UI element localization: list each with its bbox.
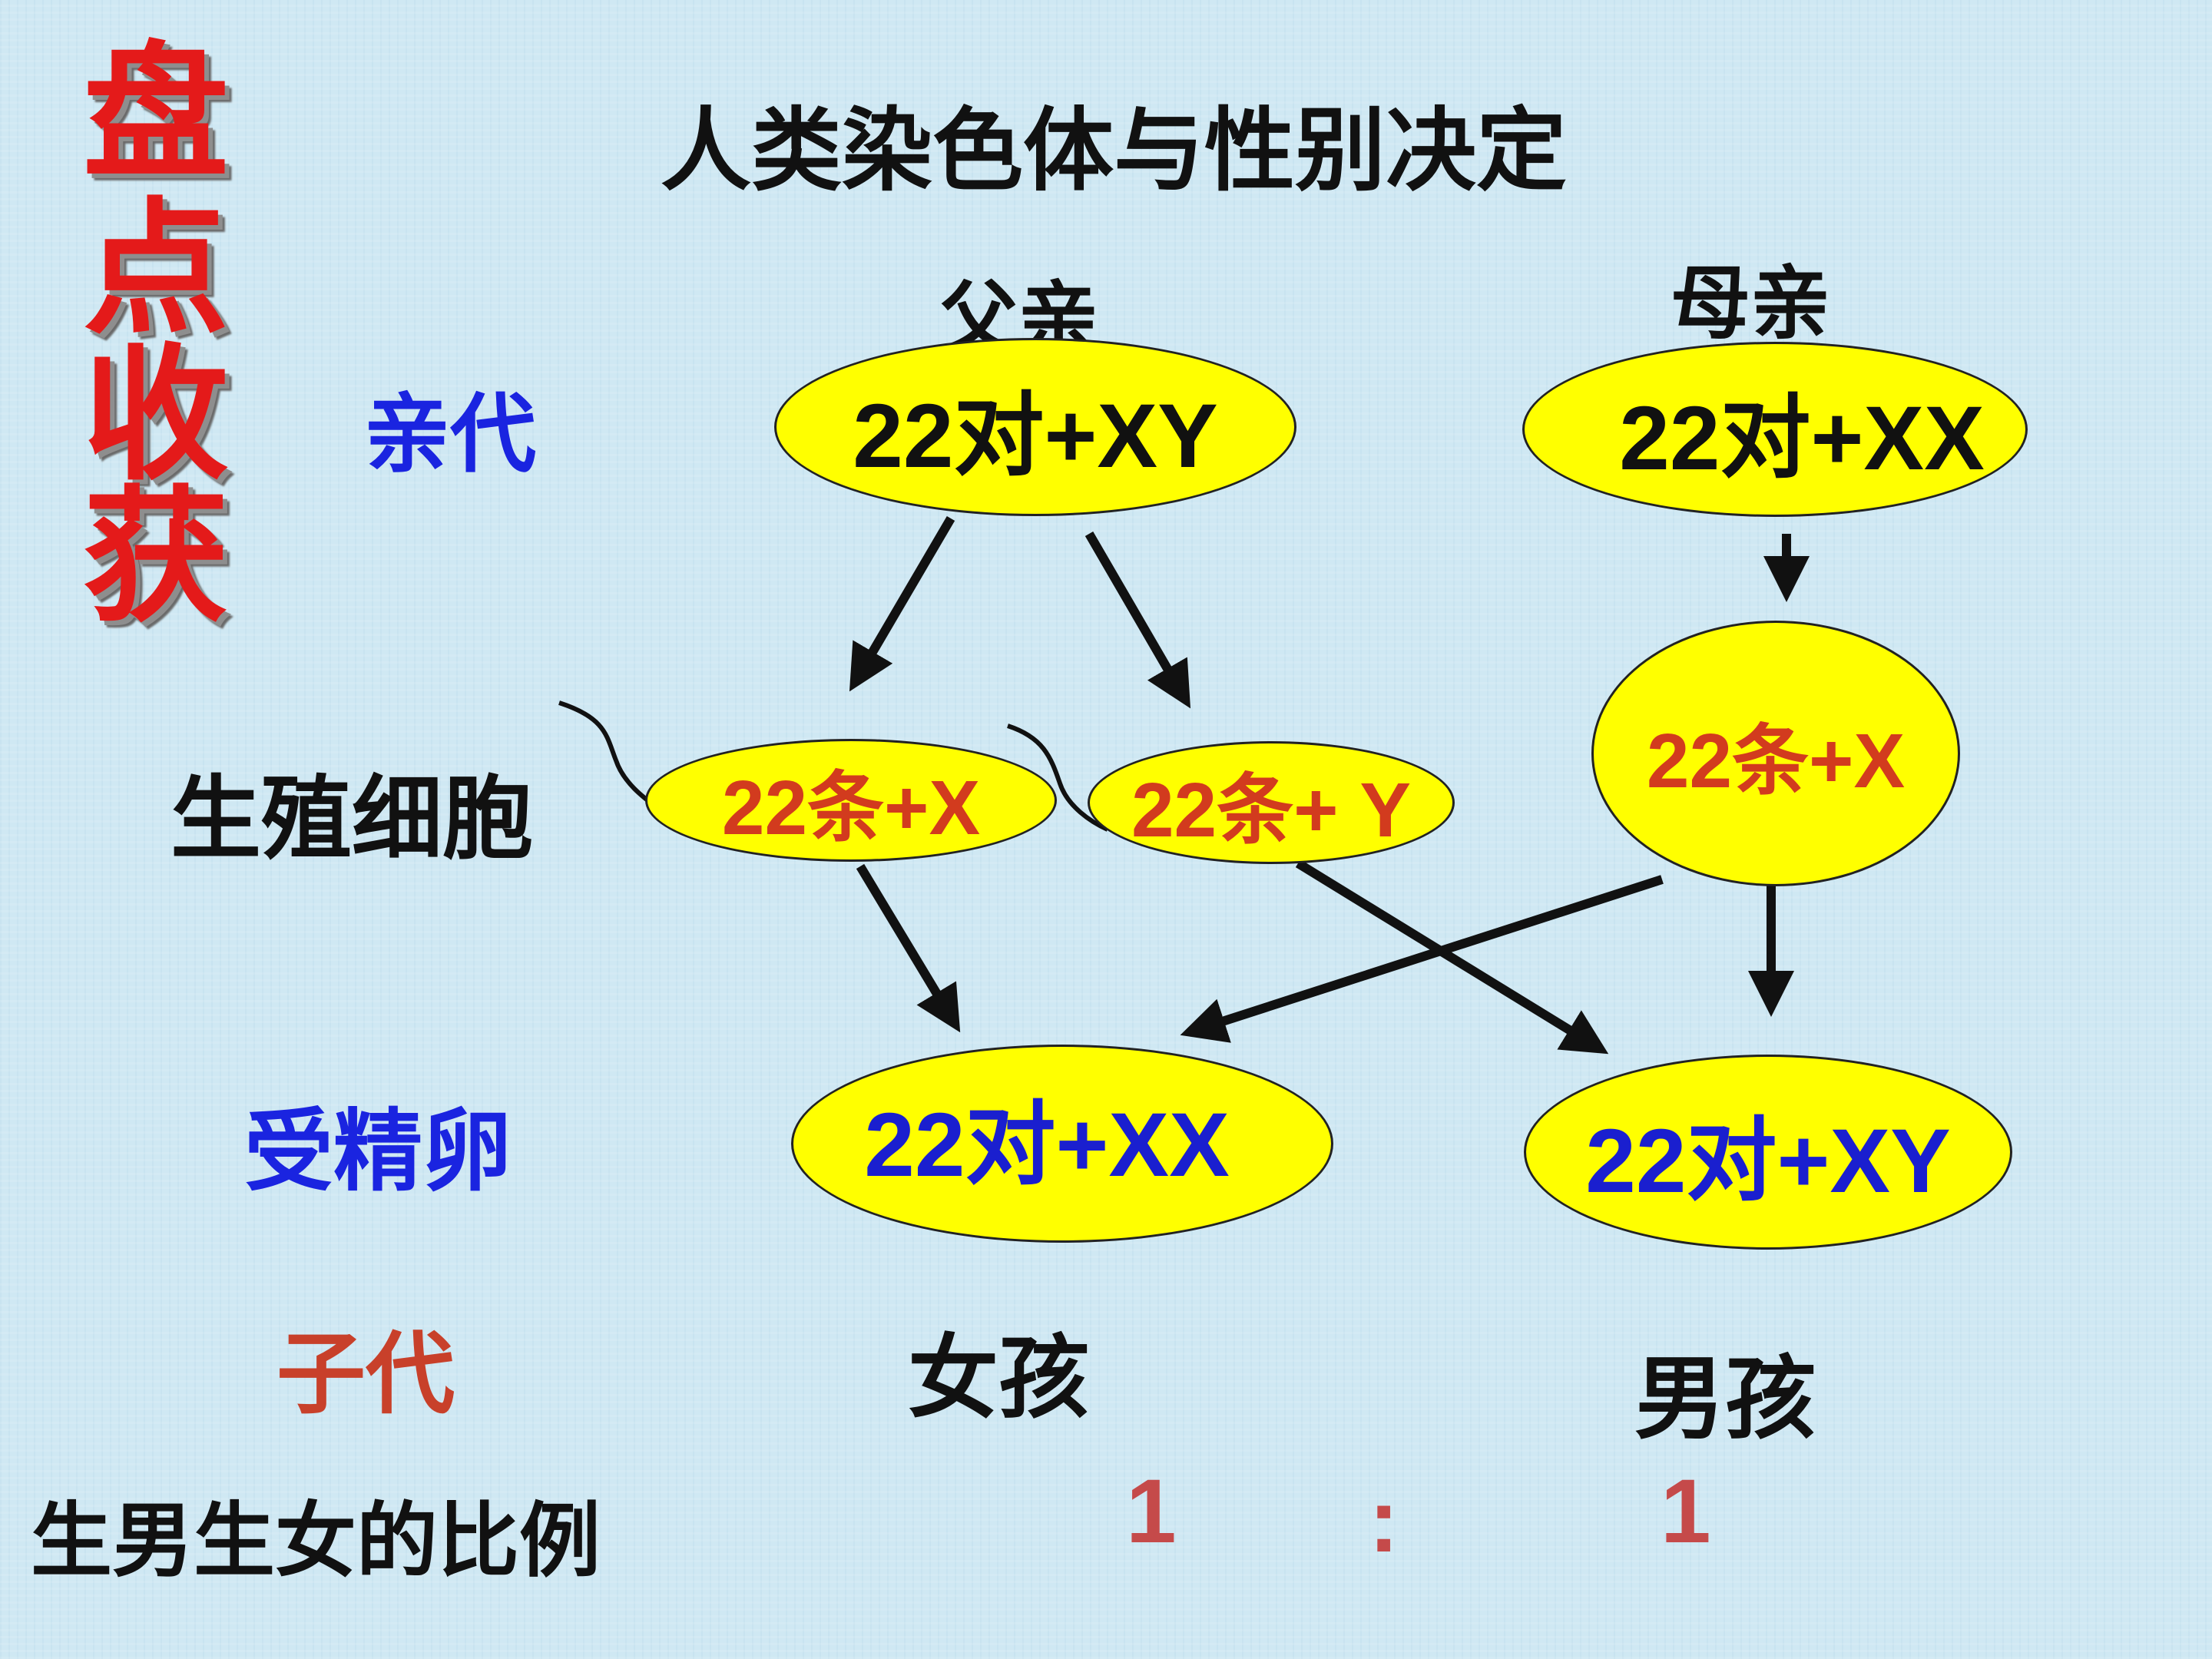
- arrow-sperm-x-to-female: [856, 863, 961, 1033]
- row-label-offspring: 子代: [276, 1323, 455, 1426]
- arrow-egg-to-female: [1180, 875, 1664, 1043]
- zygote-male-ellipse: 22对+XY: [1524, 1055, 2012, 1250]
- sperm-y-genotype: 22条+ Y: [1131, 767, 1412, 853]
- father-genotype: 22对+XY: [853, 385, 1218, 487]
- boy-label: 男孩: [1634, 1346, 1816, 1452]
- mother-genotype-ellipse: 22对+XX: [1522, 342, 2028, 517]
- ratio-separator: :: [1369, 1470, 1399, 1571]
- ratio-left: 1: [1126, 1461, 1177, 1562]
- arrow-father-to-sperm-y: [1084, 531, 1191, 709]
- sperm-x-ellipse: 22条+X: [645, 739, 1057, 862]
- row-label-zygote: 受精卵: [244, 1100, 512, 1204]
- brace-sperm-x: [558, 700, 662, 813]
- zygote-male-genotype: 22对+XY: [1585, 1110, 1951, 1212]
- row-label-germ-cell: 生殖细胞: [171, 766, 534, 872]
- sperm-y-ellipse: 22条+ Y: [1088, 741, 1455, 864]
- ratio-right: 1: [1661, 1461, 1711, 1562]
- side-title-char-3: 收: [82, 329, 229, 500]
- side-title-char-4: 获: [82, 471, 229, 642]
- arrow-father-to-sperm-x: [849, 515, 955, 692]
- row-label-parent: 亲代: [364, 385, 536, 485]
- row-label-ratio: 生男生女的比例: [31, 1494, 601, 1588]
- side-title-char-2: 点: [82, 183, 229, 354]
- egg-x-ellipse: 22条+X: [1591, 621, 1960, 886]
- arrow-sperm-y-to-male: [1295, 859, 1609, 1055]
- brace-sperm-y: [1007, 724, 1109, 832]
- zygote-female-genotype: 22对+XX: [864, 1094, 1230, 1196]
- father-genotype-ellipse: 22对+XY: [774, 338, 1296, 516]
- sperm-x-genotype: 22条+X: [721, 764, 981, 851]
- girl-label: 女孩: [908, 1325, 1090, 1431]
- diagram-title: 人类染色体与性别决定: [661, 98, 1568, 204]
- mother-label: 母亲: [1671, 257, 1831, 350]
- zygote-female-ellipse: 22对+XX: [791, 1045, 1333, 1243]
- mother-genotype: 22对+XX: [1619, 387, 1985, 489]
- egg-x-genotype: 22条+X: [1646, 717, 1906, 804]
- side-title-char-1: 盘: [82, 27, 229, 198]
